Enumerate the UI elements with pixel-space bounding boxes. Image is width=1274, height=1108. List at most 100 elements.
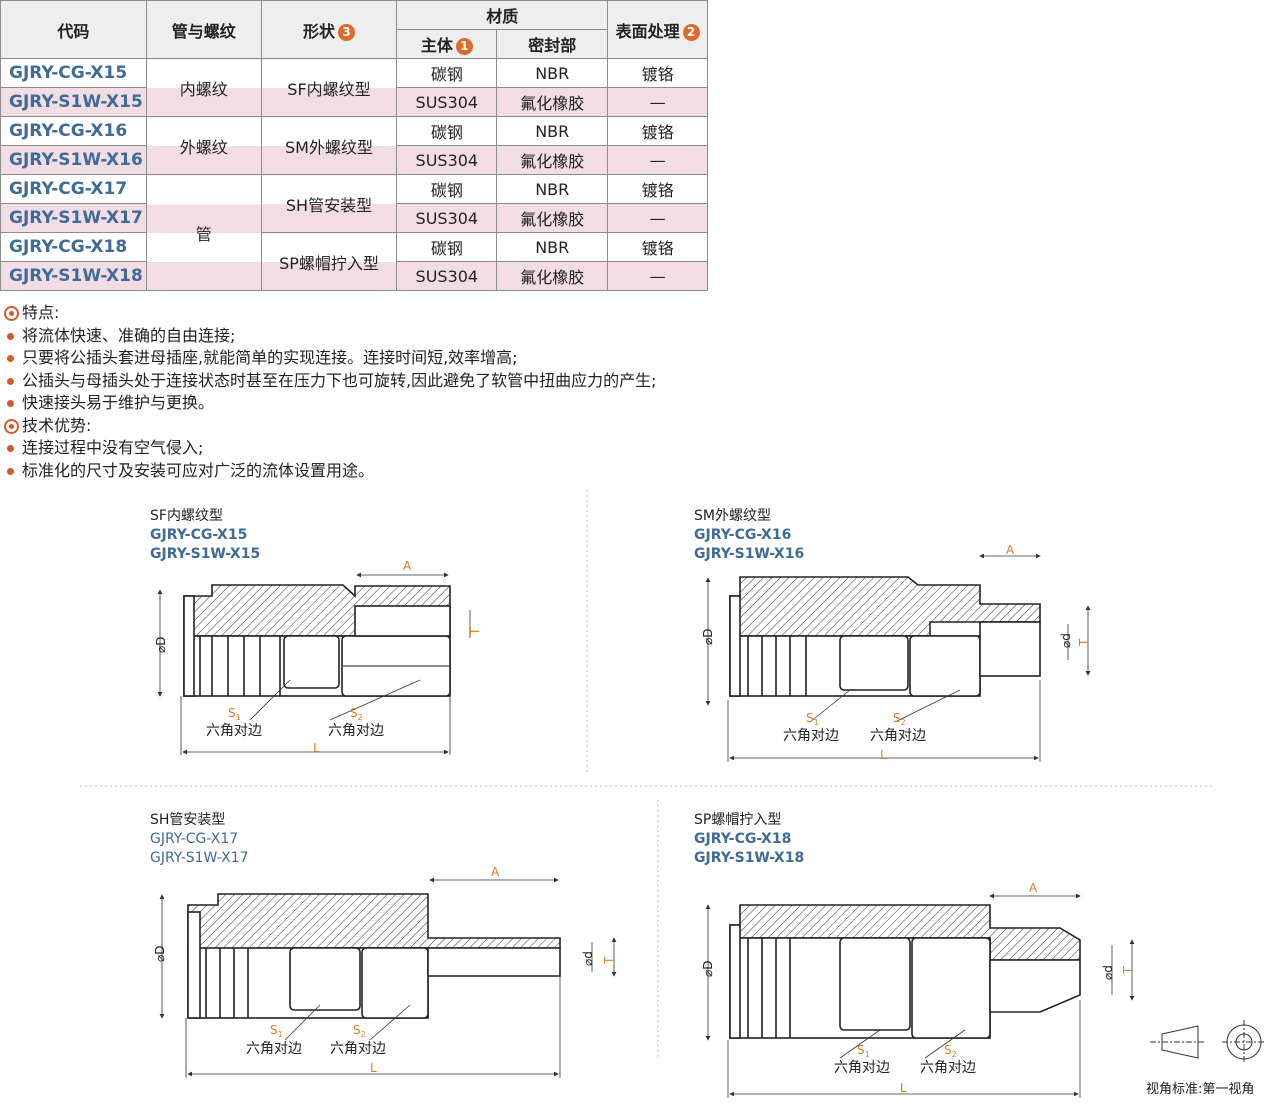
dim-label-s2: S2 (944, 1043, 957, 1059)
code-cell: GJRY-S1W-X17 (0, 203, 147, 233)
subscript: 1 (865, 1050, 870, 1059)
dim-label-small-d: ⌀d (1101, 965, 1115, 980)
shape-cell: SF内螺纹型 (260, 58, 398, 117)
bullet-icon (7, 467, 14, 475)
target-icon (4, 306, 19, 321)
dim-label-t: T (602, 956, 616, 965)
table-row: GJRY-S1W-X18 SUS304 氟化橡胶 — (0, 261, 708, 291)
shape-cell: SM外螺纹型 (260, 116, 398, 175)
hex-label: 六角对边 (328, 723, 384, 739)
header-material: 材质 (396, 0, 609, 30)
bullet-icon (7, 400, 14, 407)
list-item: 连接过程中没有空气侵入; (4, 437, 656, 460)
dim-label-a: A (1006, 543, 1015, 557)
bullet-icon (7, 332, 14, 340)
dim-label-a: A (403, 559, 412, 573)
body-cell: 碳钢 (396, 58, 498, 88)
hex-label: 六角对边 (330, 1041, 386, 1057)
surface-cell: 镀铬 (607, 174, 708, 204)
features-section: 特点: 将流体快速、准确的自由连接; 只要将公插头套进母插座,就能简单的实现连接… (4, 302, 656, 482)
dim-label-l: L (313, 741, 320, 755)
features-title: 特点: (4, 302, 656, 325)
dim-label-d: ⌀D (701, 961, 715, 977)
table-row: GJRY-CG-X17 管 SH管安装型 碳钢 NBR 镀铬 (0, 174, 708, 291)
surface-cell: — (607, 87, 708, 117)
table-row: GJRY-S1W-X16 SUS304 氟化橡胶 — (0, 145, 708, 175)
drawing-caption-sf: SF内螺纹型 GJRY-CG-X15 GJRY-S1W-X15 (150, 508, 261, 562)
hex-label: 六角对边 (206, 723, 262, 739)
list-item: 只要将公插头套进母插座,就能简单的实现连接。连接时间短,效率增高; (4, 347, 656, 370)
pipe-cell: 外螺纹 (145, 116, 262, 175)
hex-label: 六角对边 (870, 728, 926, 744)
dim-label-s1: S1 (270, 1023, 283, 1039)
bullet-icon (7, 377, 14, 385)
view-standard-label: 视角标准:第一视角 (1146, 1082, 1255, 1097)
drawing-caption-sm: SM外螺纹型 GJRY-CG-X16 GJRY-S1W-X16 (694, 508, 805, 562)
list-item: 将流体快速、准确的自由连接; (4, 325, 656, 348)
note-badge: 3 (338, 23, 355, 41)
subscript: 1 (236, 713, 241, 722)
surface-cell: — (607, 261, 708, 291)
body-cell: 碳钢 (396, 116, 498, 146)
drawing-sh (187, 893, 561, 1019)
pipe-cell: 内螺纹 (145, 58, 262, 117)
drawing-sf (183, 584, 451, 697)
dim-label-l: L (370, 1061, 377, 1075)
header-seal: 密封部 (496, 29, 609, 59)
hex-label: 六角对边 (920, 1060, 976, 1076)
drawing-sp (729, 904, 1081, 1039)
dim-label-s1: S1 (228, 706, 241, 722)
drawing-caption-sh: SH管安装型 GJRY-CG-X17 GJRY-S1W-X17 (150, 812, 249, 866)
dim-label-l: L (900, 1081, 907, 1095)
seal-cell: 氟化橡胶 (496, 145, 609, 175)
body-cell: SUS304 (396, 87, 498, 117)
seal-cell: NBR (496, 232, 609, 262)
dim-label-t: T (1121, 966, 1135, 975)
dim-label-d: ⌀D (153, 946, 167, 962)
dim-label-s1: S1 (857, 1043, 870, 1059)
subscript: 1 (278, 1030, 283, 1039)
code-cell: GJRY-CG-X15 (0, 58, 147, 88)
shape-cell: SH管安装型 (260, 174, 398, 233)
note-badge: 1 (455, 38, 473, 55)
dimensions-sf (157, 572, 471, 755)
code-cell: GJRY-S1W-X16 (0, 145, 147, 175)
bullet-icon (7, 355, 14, 362)
hex-label: 六角对边 (834, 1060, 890, 1076)
hex-label: 六角对边 (783, 728, 839, 744)
dim-label-a: A (1029, 881, 1038, 895)
code-cell: GJRY-S1W-X18 (0, 261, 147, 291)
dim-label-small-d: ⌀d (581, 951, 595, 966)
drawing-sm (729, 576, 1041, 697)
table-row: GJRY-CG-X18 SP螺帽拧入型 碳钢 NBR 镀铬 (0, 232, 708, 291)
surface-cell: 镀铬 (607, 58, 708, 88)
body-cell: SUS304 (396, 145, 498, 175)
surface-cell: 镀铬 (607, 232, 708, 262)
list-item: 公插头与母插头处于连接状态时甚至在压力下也可旋转,因此避免了软管中扭曲应力的产生… (4, 370, 656, 393)
drawing-caption-sp: SP螺帽拧入型 GJRY-CG-X18 GJRY-S1W-X18 (694, 812, 805, 866)
subscript: 2 (952, 1050, 957, 1059)
surface-cell: — (607, 145, 708, 175)
surface-cell: — (607, 203, 708, 233)
subscript: 2 (901, 718, 906, 727)
subscript: 1 (814, 718, 819, 727)
dim-label-s2: S2 (353, 1023, 366, 1039)
hex-label: 六角对边 (246, 1041, 302, 1057)
dim-label-small-d: ⌀d (1059, 633, 1073, 648)
dim-label-s1: S1 (806, 711, 819, 727)
dim-label-t: T (468, 627, 482, 636)
body-cell: SUS304 (396, 261, 498, 291)
target-icon (4, 418, 19, 434)
dim-label-s2: S2 (893, 711, 906, 727)
table-row: GJRY-S1W-X15 SUS304 氟化橡胶 — (0, 87, 708, 117)
dim-label-d: ⌀D (154, 637, 168, 653)
dim-label-t: T (1077, 638, 1091, 647)
subscript: 2 (358, 713, 363, 722)
seal-cell: 氟化橡胶 (496, 261, 609, 291)
dim-label-d: ⌀D (701, 629, 715, 645)
advantages-title: 技术优势: (4, 415, 656, 438)
list-item: 快速接头易于维护与更换。 (4, 392, 656, 415)
code-cell: GJRY-S1W-X15 (0, 87, 147, 117)
